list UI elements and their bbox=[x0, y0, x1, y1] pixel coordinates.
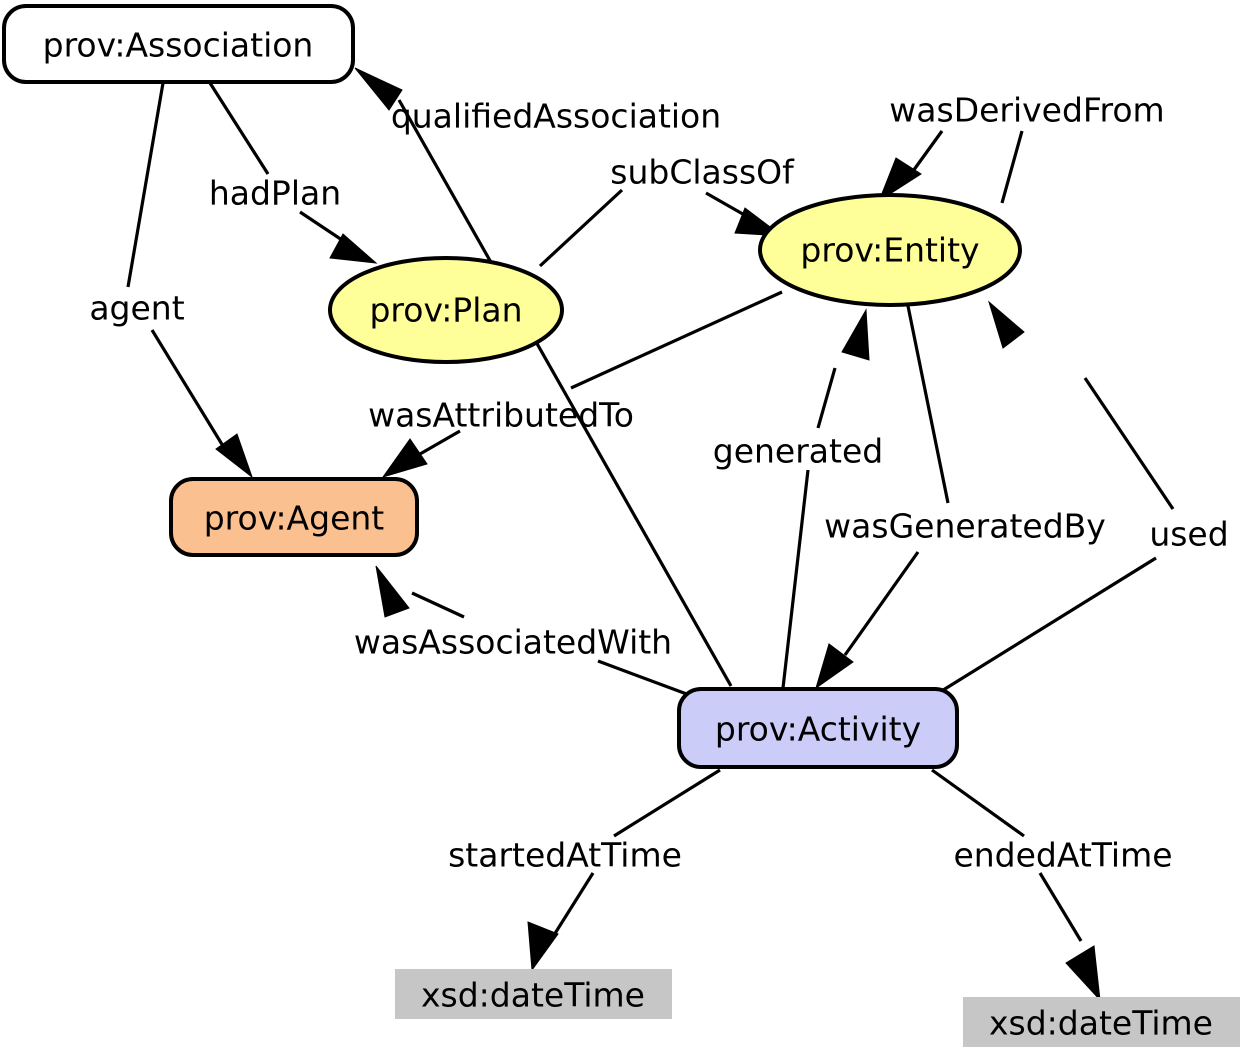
node-shape-ellipse bbox=[328, 256, 564, 364]
arrow-head-icon bbox=[215, 433, 254, 479]
node-prov-plan[interactable]: prov:Plan bbox=[328, 256, 564, 364]
edge-qualified-association[interactable] bbox=[354, 67, 733, 687]
node-label: prov:Entity bbox=[800, 231, 979, 270]
edge-labels-layer: qualifiedAssociation subClassOf wasDeriv… bbox=[89, 91, 1228, 875]
edge-line-segment-2 bbox=[843, 551, 920, 656]
edge-was-attributed-to[interactable] bbox=[381, 290, 783, 478]
edge-label-ended-at-time: endedAtTime bbox=[953, 836, 1172, 875]
edge-line-segment-2 bbox=[705, 191, 749, 219]
edge-line bbox=[906, 305, 950, 504]
edge-label-generated: generated bbox=[713, 432, 883, 471]
edges-layer bbox=[126, 67, 1175, 1002]
edge-label-qualified-association: qualifiedAssociation bbox=[391, 97, 721, 136]
node-shape-rect bbox=[395, 969, 672, 1019]
edge-label-started-at-time: startedAtTime bbox=[448, 836, 682, 875]
node-prov-agent[interactable]: prov:Agent bbox=[169, 477, 419, 557]
edge-line bbox=[1000, 130, 1024, 204]
edge-used[interactable] bbox=[939, 300, 1175, 694]
node-prov-activity[interactable]: prov:Activity bbox=[677, 687, 959, 769]
edge-line bbox=[931, 768, 1025, 838]
arrow-head-icon bbox=[815, 643, 854, 690]
edge-label-was-associated-with: wasAssociatedWith bbox=[354, 623, 672, 662]
node-label: prov:Agent bbox=[204, 499, 385, 538]
arrow-head-icon bbox=[1065, 945, 1101, 1002]
edge-was-associated-with[interactable] bbox=[375, 565, 693, 698]
edge-line-segment-2 bbox=[150, 329, 225, 447]
node-shape-ellipse bbox=[758, 193, 1022, 307]
edge-line bbox=[126, 82, 165, 288]
edge-line bbox=[570, 290, 783, 390]
arrow-head-icon bbox=[375, 565, 410, 618]
node-shape-rounded-rect bbox=[169, 477, 419, 557]
edge-sub-class-of[interactable] bbox=[538, 188, 784, 268]
edge-ended-at-time[interactable] bbox=[931, 768, 1101, 1002]
node-label: prov:Association bbox=[43, 26, 314, 65]
node-xsd-datetime-end[interactable]: xsd:dateTime bbox=[963, 997, 1240, 1047]
edge-was-generated-by[interactable] bbox=[815, 305, 950, 690]
edge-agent[interactable] bbox=[126, 82, 254, 479]
edge-line bbox=[538, 188, 624, 268]
node-label: prov:Plan bbox=[369, 291, 522, 330]
node-label: prov:Activity bbox=[715, 710, 921, 749]
node-prov-association[interactable]: prov:Association bbox=[2, 4, 355, 84]
arrow-head-icon bbox=[329, 233, 378, 264]
edge-line-segment-2 bbox=[1083, 377, 1175, 510]
edge-label-was-generated-by: wasGeneratedBy bbox=[824, 507, 1106, 546]
node-shape-rounded-rect bbox=[677, 687, 959, 769]
edge-line bbox=[939, 556, 1157, 694]
edge-label-agent: agent bbox=[89, 289, 184, 328]
edge-line-segment-2 bbox=[299, 210, 343, 242]
edge-line bbox=[781, 469, 810, 689]
arrow-head-icon bbox=[527, 921, 559, 972]
edge-started-at-time[interactable] bbox=[527, 768, 721, 972]
node-xsd-datetime-start[interactable]: xsd:dateTime bbox=[395, 969, 672, 1019]
edge-label-sub-class-of: subClassOf bbox=[610, 153, 795, 192]
edge-line-segment-2 bbox=[547, 872, 595, 944]
edge-had-plan[interactable] bbox=[208, 82, 378, 264]
node-label: xsd:dateTime bbox=[989, 1004, 1213, 1043]
edge-line-segment-2 bbox=[1038, 872, 1083, 942]
edge-label-was-attributed-to: wasAttributedTo bbox=[368, 396, 634, 435]
edge-line bbox=[613, 768, 721, 838]
edge-label-used: used bbox=[1149, 515, 1228, 554]
arrow-head-icon bbox=[354, 67, 403, 111]
edge-line bbox=[397, 99, 733, 687]
edge-generated[interactable] bbox=[781, 308, 870, 689]
arrow-head-icon bbox=[877, 157, 922, 203]
nodes-layer: prov:Association prov:Plan prov:Entity p… bbox=[2, 4, 1240, 1047]
node-prov-entity[interactable]: prov:Entity bbox=[758, 193, 1022, 307]
edge-label-had-plan: hadPlan bbox=[209, 174, 341, 213]
edge-was-derived-from[interactable] bbox=[877, 130, 1024, 204]
edge-line-segment-2 bbox=[816, 367, 837, 429]
node-shape-rect bbox=[963, 997, 1240, 1047]
edge-line bbox=[208, 82, 270, 175]
arrow-head-icon bbox=[841, 308, 870, 361]
edge-line-segment-2 bbox=[411, 591, 465, 619]
arrow-head-icon bbox=[381, 438, 428, 478]
node-label: xsd:dateTime bbox=[421, 976, 645, 1015]
edge-line bbox=[597, 659, 693, 698]
node-shape-rounded-rect bbox=[2, 4, 355, 84]
edge-label-was-derived-from: wasDerivedFrom bbox=[889, 91, 1164, 130]
arrow-head-icon bbox=[988, 300, 1025, 349]
edge-line-segment-2 bbox=[419, 429, 461, 456]
